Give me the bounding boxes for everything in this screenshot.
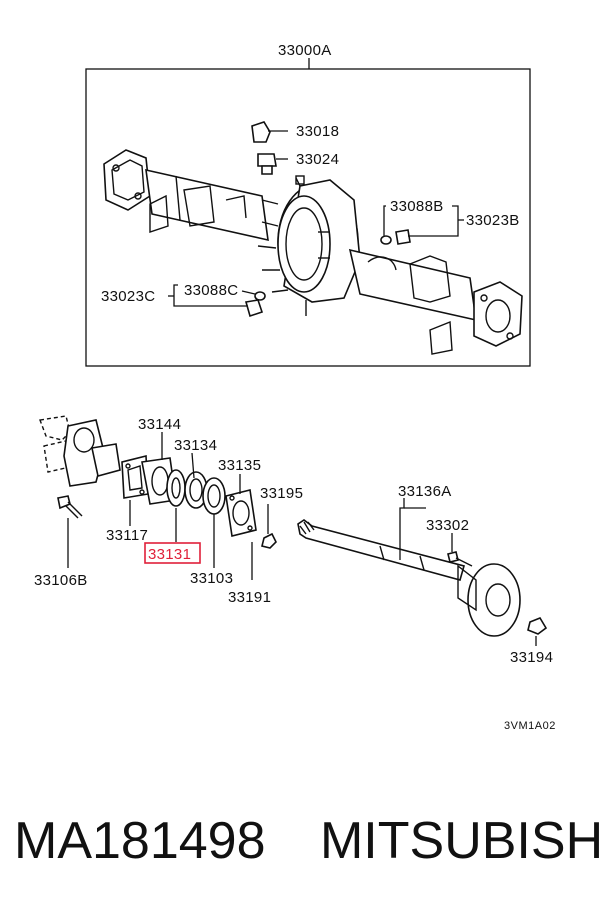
label-33136a[interactable]: 33136A — [398, 483, 452, 500]
label-33135[interactable]: 33135 — [218, 457, 261, 474]
axle-shaft-part — [297, 519, 521, 637]
oil-seal-part — [166, 469, 186, 507]
nut-part — [261, 532, 277, 549]
bearing-part — [184, 471, 226, 515]
label-33302[interactable]: 33302 — [426, 517, 469, 534]
label-33023b[interactable]: 33023B — [466, 212, 520, 229]
hub-bolt-part — [447, 551, 473, 567]
housing-frame — [85, 68, 531, 367]
housing-end — [39, 415, 121, 487]
label-33023c[interactable]: 33023C — [101, 288, 155, 305]
part-number: MA181498 — [14, 812, 266, 870]
label-33144[interactable]: 33144 — [138, 416, 181, 433]
label-33106b[interactable]: 33106B — [34, 572, 88, 589]
breather-parts: 33018 33024 — [251, 121, 339, 175]
right-plug-parts: 33088B 33023B — [380, 198, 520, 245]
label-33024[interactable]: 33024 — [296, 151, 339, 168]
left-plug-parts: 33088C 33023C — [101, 282, 266, 318]
retainer-part — [225, 489, 257, 537]
hub-nut-part — [527, 617, 548, 635]
label-33088c[interactable]: 33088C — [184, 282, 238, 299]
label-33018[interactable]: 33018 — [296, 123, 339, 140]
highlight-box-33131 — [144, 542, 201, 564]
brand-name: MITSUBISHI — [319, 812, 600, 870]
label-33194[interactable]: 33194 — [510, 649, 553, 666]
label-33088b[interactable]: 33088B — [390, 198, 444, 215]
label-33131[interactable]: 33131 — [148, 546, 191, 563]
label-33195[interactable]: 33195 — [260, 485, 303, 502]
assembly-label-33000a[interactable]: 33000A — [278, 42, 332, 59]
leader-lines — [67, 432, 537, 646]
axle-housing-panel: 33000A — [85, 42, 531, 367]
part-footer: MA181498 MITSUBISHI — [14, 806, 600, 876]
axle-shaft-panel: 33144 33134 33135 33195 33136A 33302 331… — [34, 415, 556, 732]
label-33103[interactable]: 33103 — [190, 570, 233, 587]
label-33117[interactable]: 33117 — [106, 527, 148, 544]
bolt-part — [57, 495, 83, 519]
label-33191[interactable]: 33191 — [228, 589, 271, 606]
axle-housing-drawing — [103, 149, 523, 355]
label-33134[interactable]: 33134 — [174, 437, 217, 454]
drawing-code: 3VM1A02 — [504, 720, 556, 732]
